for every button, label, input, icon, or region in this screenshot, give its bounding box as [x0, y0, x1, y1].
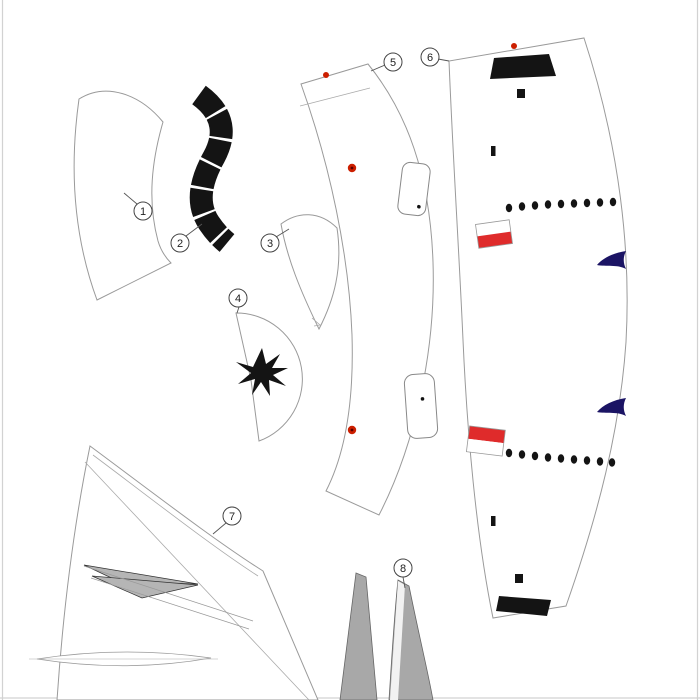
part-3-wedge-piece	[280, 214, 340, 331]
gray-dart-marking	[83, 564, 254, 630]
blue-swoosh-bottom	[597, 398, 626, 416]
leader-lines	[123, 58, 450, 589]
door-dot	[417, 204, 421, 209]
part-6-fuselage-panel	[448, 37, 628, 619]
black-square-bottom	[515, 574, 523, 583]
red-registration-dot	[323, 72, 329, 78]
cockpit-window-bottom	[496, 596, 551, 616]
starburst-icon	[236, 348, 288, 396]
part-number: 4	[235, 293, 241, 305]
part-label-8: 8	[393, 558, 413, 578]
fin-blade-right-highlight	[390, 581, 405, 700]
part-7-wing-piece	[29, 445, 319, 700]
door-outline-bottom	[403, 373, 439, 439]
part-label-1: 1	[133, 201, 153, 221]
blue-swoosh-top	[597, 251, 626, 269]
spindle-outline	[29, 651, 218, 667]
part-label-2: 2	[170, 233, 190, 253]
red-marker-lower	[347, 425, 357, 435]
fin-blade-left	[339, 572, 378, 700]
part-label-7: 7	[222, 506, 242, 526]
black-tick-bottom	[491, 516, 496, 526]
part-label-3: 3	[260, 233, 280, 253]
wing-panel-line	[84, 461, 310, 700]
red-dot-top	[511, 43, 517, 49]
part-number: 7	[229, 511, 235, 523]
cockpit-window-top	[490, 54, 556, 79]
part-number: 2	[177, 238, 183, 250]
flag-top	[475, 219, 513, 249]
part-label-4: 4	[228, 288, 248, 308]
part-number: 3	[267, 238, 273, 250]
red-marker-upper	[347, 163, 357, 173]
part-number: 8	[400, 563, 406, 575]
window-dots-top-row	[505, 197, 617, 213]
part-number: 6	[427, 52, 433, 64]
small-arrow-mark	[311, 317, 321, 327]
black-square-top	[517, 89, 525, 98]
part-2-cockpit-window-strip	[189, 85, 235, 252]
part-label-6: 6	[420, 47, 440, 67]
door-dot	[420, 397, 425, 401]
part-8-fin-blades	[339, 572, 434, 700]
part-label-5: 5	[383, 52, 403, 72]
fold-line	[299, 87, 371, 107]
black-segmented-strip	[189, 85, 235, 252]
part-5-fuselage-strip	[299, 63, 439, 516]
part-labels: 1 2 3 4 5 6 7 8	[133, 47, 440, 578]
flag-bottom	[465, 425, 506, 457]
part-4-half-disc	[235, 312, 303, 442]
window-dots-bottom-row	[505, 448, 616, 467]
part-1-fan-piece	[73, 90, 172, 301]
part-number: 1	[140, 206, 146, 218]
part-number: 5	[390, 57, 396, 69]
door-outline-top	[397, 161, 431, 217]
black-tick-top	[491, 146, 496, 156]
wing-fold-line	[92, 454, 259, 577]
